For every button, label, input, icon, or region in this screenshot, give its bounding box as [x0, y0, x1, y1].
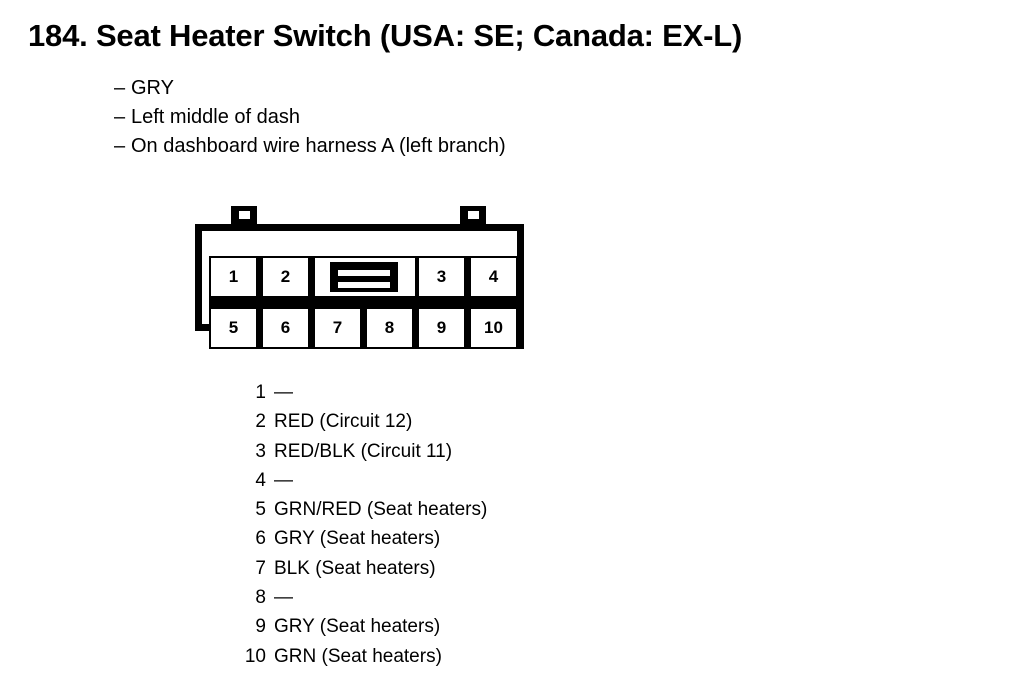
pin-number: 3: [255, 440, 266, 462]
spec-item-label: GRY: [131, 77, 174, 99]
pin-legend-row: 7 BLK (Seat heaters): [196, 554, 487, 583]
pin-cell-4: 4: [471, 258, 516, 296]
mounting-tab-top-right: [460, 206, 486, 226]
spec-item: – Left middle of dash: [114, 103, 506, 132]
dash-icon: –: [114, 77, 126, 99]
connector-latch-icon: [330, 262, 398, 292]
spec-item-label: Left middle of dash: [131, 106, 300, 128]
pin-number: 7: [255, 557, 266, 579]
spec-item: – GRY: [114, 74, 506, 103]
pin-cell-7: 7: [315, 309, 360, 347]
latch-slot: [338, 270, 390, 276]
dash-icon: –: [114, 135, 126, 157]
pin-legend-row: 4 —: [196, 466, 487, 495]
pin-legend-row: 10 GRN (Seat heaters): [196, 642, 487, 671]
spec-item: – On dashboard wire harness A (left bran…: [114, 132, 506, 161]
connector-diagram: 1 2 3 4 5 6 7 8 9 10: [195, 206, 525, 349]
pin-description: —: [274, 469, 293, 491]
pin-cell-6: 6: [263, 309, 308, 347]
pin-legend-row: 2 RED (Circuit 12): [196, 407, 487, 436]
pin-number: 4: [255, 469, 266, 491]
pin-number: 6: [255, 528, 266, 550]
pin-legend-row: 6 GRY (Seat heaters): [196, 524, 487, 553]
spec-item-label: On dashboard wire harness A (left branch…: [131, 135, 506, 157]
page-title: 184. Seat Heater Switch (USA: SE; Canada…: [28, 18, 743, 53]
pin-number: 9: [255, 616, 266, 638]
mounting-tab-top-left: [231, 206, 257, 226]
pin-number: 8: [255, 587, 266, 609]
latch-slot: [338, 282, 390, 288]
pin-number: 5: [255, 499, 266, 521]
pin-description: GRY (Seat heaters): [274, 616, 441, 638]
tab-hole: [468, 211, 479, 219]
spec-list: – GRY – Left middle of dash – On dashboa…: [114, 74, 506, 161]
pin-number: 10: [244, 645, 266, 667]
connector-body: 1 2 3 4 5 6 7 8 9 10: [195, 224, 524, 349]
pin-cell-10: 10: [471, 309, 516, 347]
pin-cell-3: 3: [419, 258, 464, 296]
pin-cell-2: 2: [263, 258, 308, 296]
pin-number: 2: [255, 411, 266, 433]
pin-legend-row: 5 GRN/RED (Seat heaters): [196, 495, 487, 524]
pin-description: GRY (Seat heaters): [274, 528, 441, 550]
pin-description: —: [274, 382, 293, 403]
pin-legend-row: 8 —: [196, 583, 487, 612]
pin-legend-row: 3 RED/BLK (Circuit 11): [196, 437, 487, 466]
pin-legend-row: 9 GRY (Seat heaters): [196, 612, 487, 641]
pin-cell-1: 1: [211, 258, 256, 296]
pin-description: RED/BLK (Circuit 11): [274, 440, 453, 462]
pin-legend-row: 1 —: [196, 378, 487, 407]
pin-cell-9: 9: [419, 309, 464, 347]
pin-legend: 1 — 2 RED (Circuit 12) 3 RED/BLK (Circui…: [196, 378, 487, 671]
pin-cell-5: 5: [211, 309, 256, 347]
dash-icon: –: [114, 106, 126, 128]
pin-description: BLK (Seat heaters): [274, 557, 436, 579]
pin-description: GRN (Seat heaters): [274, 645, 442, 667]
pin-description: RED (Circuit 12): [274, 411, 413, 433]
pin-number: 1: [255, 382, 266, 403]
pin-description: —: [274, 587, 293, 609]
pin-description: GRN/RED (Seat heaters): [274, 499, 488, 521]
tab-hole: [239, 211, 250, 219]
pin-cell-8: 8: [367, 309, 412, 347]
